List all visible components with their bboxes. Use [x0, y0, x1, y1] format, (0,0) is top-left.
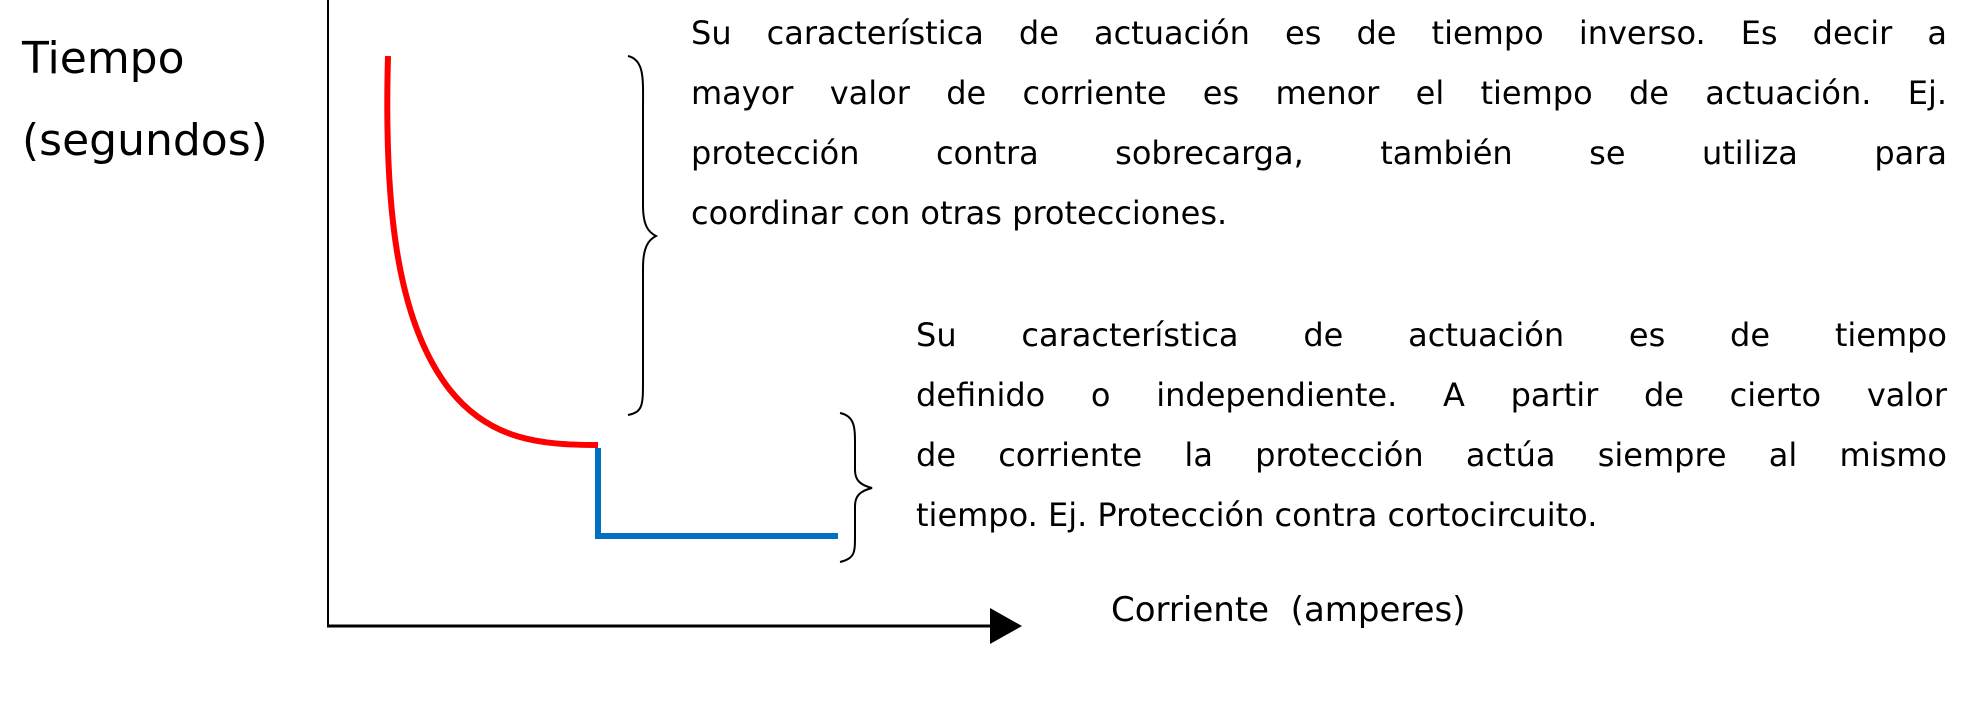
description-line: definido o independiente. A partir de ci… — [916, 376, 1947, 414]
inverse-time-description: Su característica de actuación es de tie… — [691, 3, 1947, 243]
description-line: coordinar con otras protecciones. — [691, 194, 1228, 232]
definite-time-description: Su característica de actuación es de tie… — [916, 305, 1947, 545]
description-line: mayor valor de corriente es menor el tie… — [691, 74, 1947, 112]
description-line: de corriente la protección actúa siempre… — [916, 436, 1947, 474]
brace-inverse-time — [627, 55, 659, 416]
brace-definite-time — [839, 412, 873, 563]
x-axis-arrow-icon — [990, 608, 1022, 644]
description-line: tiempo. Ej. Protección contra cortocircu… — [916, 496, 1598, 534]
description-line: protección contra sobrecarga, también se… — [691, 134, 1947, 172]
inverse-time-curve — [384, 55, 599, 448]
y-axis-label-line: (segundos) — [22, 115, 268, 166]
x-axis-label: Corriente (amperes) — [1111, 590, 1466, 630]
y-axis-label-line: Tiempo — [22, 33, 185, 84]
description-line: Su característica de actuación es de tie… — [691, 14, 1947, 52]
description-line: Su característica de actuación es de tie… — [916, 316, 1947, 354]
definite-time-curve — [595, 448, 838, 539]
y-axis-label: Tiempo (segundos) — [22, 18, 268, 182]
